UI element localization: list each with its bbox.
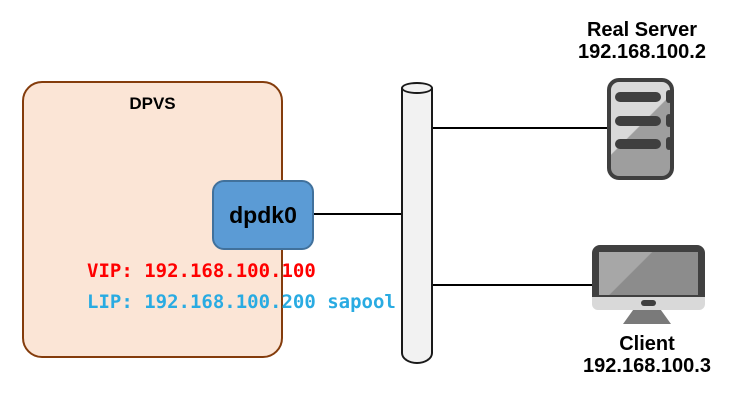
monitor-icon (592, 245, 705, 297)
monitor-slot (641, 300, 656, 306)
real-server-label-block: Real Server 192.168.100.2 (547, 19, 733, 63)
server-slot-bar (615, 92, 661, 102)
server-led-bar (666, 90, 672, 103)
dpdk0-port: dpdk0 (212, 180, 314, 250)
server-icon (607, 78, 674, 180)
server-led-bar (666, 114, 672, 127)
connector-bus-to-client (432, 284, 593, 286)
network-bus-top-cap (401, 82, 433, 94)
real-server-name: Real Server (586, 19, 698, 41)
server-slot-bar (615, 116, 661, 126)
dpvs-title: DPVS (129, 94, 176, 113)
client-label-block: Client 192.168.100.3 (552, 333, 733, 377)
client-ip: 192.168.100.3 (583, 355, 711, 377)
lip-address-label: LIP: 192.168.100.200 sapool (87, 291, 396, 313)
monitor-screen (599, 252, 698, 295)
connector-bus-to-server (432, 127, 607, 129)
server-led-bar (666, 137, 672, 150)
vip-address-label: VIP: 192.168.100.100 (87, 260, 316, 282)
server-slot-bar (615, 139, 661, 149)
client-name: Client (619, 333, 675, 355)
connector-dpdk0-to-bus (314, 213, 402, 215)
network-bus-icon (401, 88, 433, 364)
monitor-bezel (592, 297, 705, 310)
dpdk0-port-label: dpdk0 (229, 201, 297, 228)
monitor-stand (623, 310, 671, 324)
real-server-ip: 192.168.100.2 (578, 41, 706, 63)
